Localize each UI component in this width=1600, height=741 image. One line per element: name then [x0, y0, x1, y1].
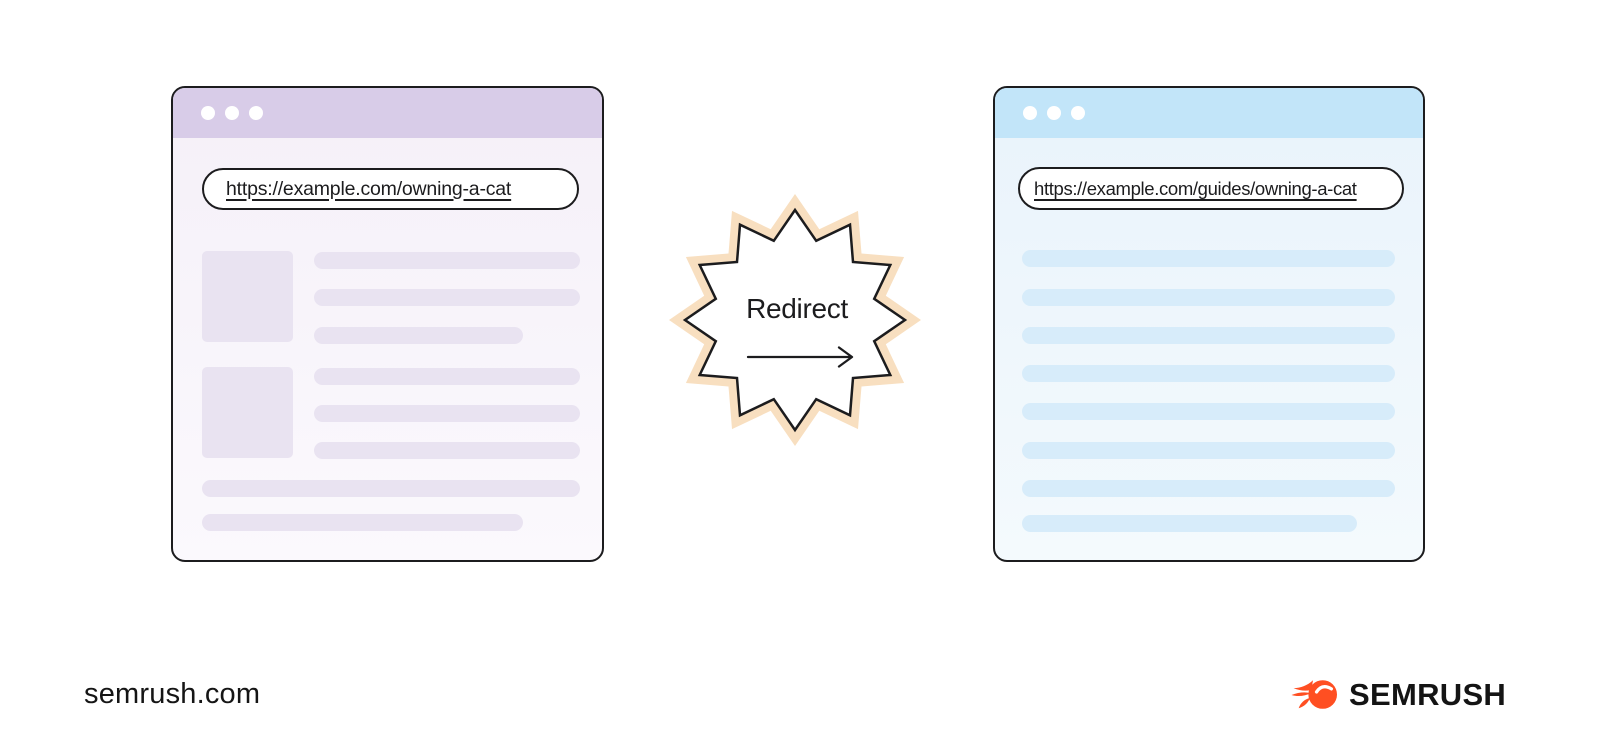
skeleton-image-block [202, 367, 293, 458]
window-control-dot [225, 106, 239, 120]
window-titlebar [995, 88, 1423, 138]
window-control-dot [1071, 106, 1085, 120]
window-titlebar [173, 88, 602, 138]
skeleton-line [202, 514, 523, 531]
starburst-graphic [669, 194, 921, 446]
skeleton-line [1022, 442, 1395, 459]
window-control-dot [201, 106, 215, 120]
skeleton-line [202, 480, 580, 497]
skeleton-line [1022, 515, 1357, 532]
skeleton-line [1022, 365, 1395, 382]
burst-star-outline [682, 207, 908, 433]
site-credit: semrush.com [84, 678, 261, 710]
destination-url-bar: https://example.com/guides/owning-a-cat [1018, 167, 1404, 210]
skeleton-line [314, 368, 580, 385]
window-control-dot [1047, 106, 1061, 120]
source-url-bar: https://example.com/owning-a-cat [202, 168, 579, 210]
source-url-text: https://example.com/owning-a-cat [226, 177, 512, 200]
skeleton-line [1022, 327, 1395, 344]
skeleton-line [1022, 480, 1395, 497]
skeleton-line [314, 442, 580, 459]
redirect-burst: Redirect [665, 190, 925, 450]
skeleton-line [1022, 403, 1395, 420]
destination-browser-window: https://example.com/guides/owning-a-cat [993, 86, 1425, 562]
skeleton-line [314, 289, 580, 306]
destination-url-text: https://example.com/guides/owning-a-cat [1034, 177, 1357, 199]
skeleton-image-block [202, 251, 293, 342]
skeleton-line [314, 405, 580, 422]
window-control-dot [249, 106, 263, 120]
skeleton-line [1022, 250, 1395, 267]
semrush-logo: SEMRUSH [1291, 676, 1507, 712]
redirect-arrow-icon [746, 346, 854, 368]
skeleton-line [1022, 289, 1395, 306]
semrush-wordmark: SEMRUSH [1349, 676, 1507, 712]
skeleton-line [314, 327, 523, 344]
window-control-dot [1023, 106, 1037, 120]
skeleton-line [314, 252, 580, 269]
source-browser-window: https://example.com/owning-a-cat [171, 86, 604, 562]
redirect-label: Redirect [746, 293, 848, 324]
semrush-flame-icon [1291, 680, 1337, 709]
